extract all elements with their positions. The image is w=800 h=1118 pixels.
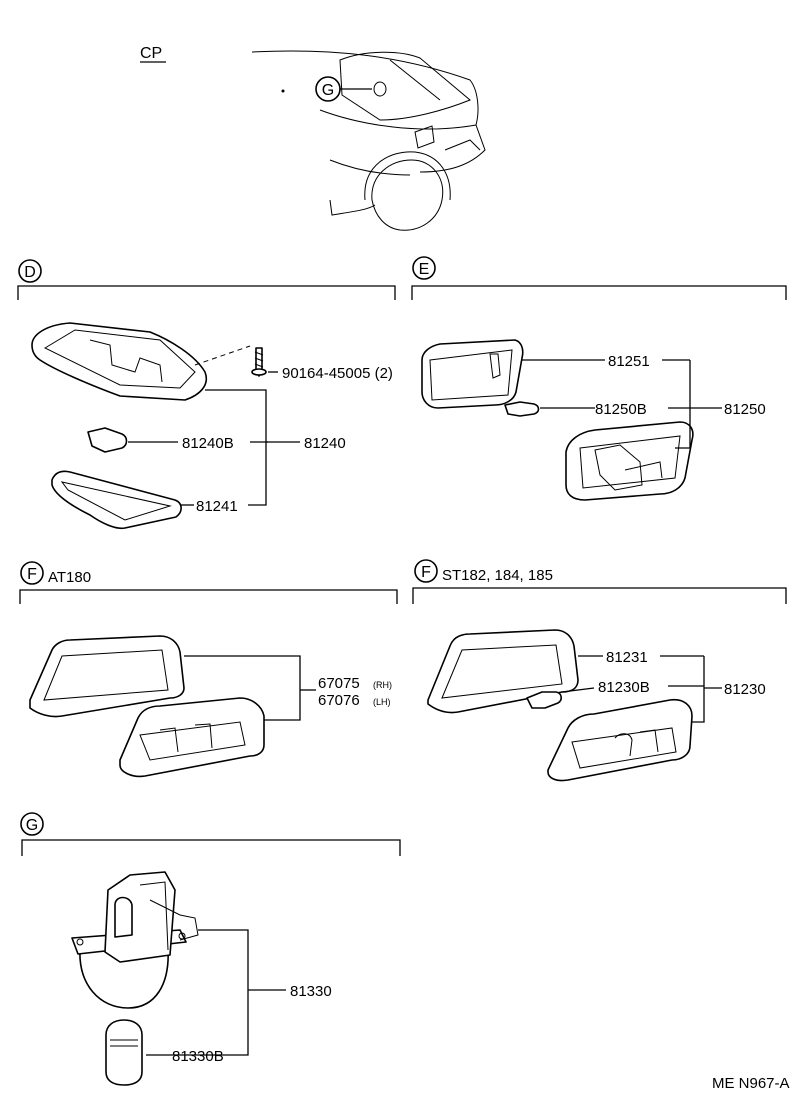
section-g-bracket [21,839,401,856]
section-f2-letter: F [421,564,431,581]
e-bulb-label: 81250B [595,401,647,418]
section-f1-model: AT180 [48,569,91,586]
f1-housing-detail [159,723,213,753]
car-side-line [329,159,411,176]
car-sill-line [329,199,376,216]
f2-bulb-leader [561,687,595,693]
f1-lh-label: 67076 [318,692,360,709]
section-f2-bracket [412,587,787,604]
section-f2-model: ST182, 184, 185 [442,567,553,584]
car-dot [281,89,285,93]
d-screw-dashed-leader [194,345,251,366]
d-lens-inner [60,481,172,521]
car-window-line [389,59,441,101]
d-assembly-label: 81240 [304,435,346,452]
g-lamp-dome [79,947,169,1009]
g-bulb [105,1019,143,1086]
callout-g-letter: G [322,82,334,99]
f1-rh-label: 67075 [318,675,360,692]
section-d-bracket [17,285,396,300]
d-bulb [87,427,128,453]
f2-housing-inner [571,727,677,769]
car-rear-view: CP G [140,45,486,231]
e-assembly-bracket [675,360,691,449]
g-flange-hole-left [76,938,84,946]
section-f1-letter: F [27,566,37,583]
f2-assembly-label: 81230 [724,681,766,698]
g-bulb-base-lines [110,1039,138,1047]
section-d-letter: D [24,264,36,281]
e-lens-clip [489,353,501,379]
f1-lh-suffix: (LH) [373,697,391,707]
section-f2-circle [414,559,438,583]
d-housing-inner [43,329,196,389]
f2-lens-label: 81231 [606,649,648,666]
section-f-at180: F AT180 67075 (RH) 67076 (LH) [19,561,398,778]
section-f-st182: F ST182, 184, 185 81231 81230B 81230 [412,559,787,782]
e-lens [421,339,524,409]
g-bulb-label: 81330B [172,1048,224,1065]
car-roof-line [251,50,479,126]
d-bulb-label: 81240B [182,435,234,452]
f1-frame-opening [43,649,169,701]
g-assembly-bracket [146,929,249,1056]
section-f1-bracket [19,589,398,604]
f2-lamp-housing [547,698,693,782]
d-screw-thread [254,351,264,368]
section-d-circle [18,259,42,283]
f1-lens-frame [29,635,185,718]
f2-assembly-bracket [692,656,705,723]
section-g-circle [20,812,44,836]
d-assembly-bracket [205,389,267,506]
section-f1-circle [20,561,44,585]
car-wheel [371,159,444,231]
g-lamp-socket [104,871,176,963]
d-lens-label: 81241 [196,498,238,515]
d-lens [51,470,182,530]
g-socket-bulb-seat [114,896,133,938]
d-housing-socket [89,339,163,383]
section-g-letter: G [26,817,38,834]
f1-frame-bracket [184,655,301,690]
figure-code: ME N967-A [712,1075,790,1092]
car-trunk-line [319,109,486,173]
e-assembly-label: 81250 [724,401,766,418]
callout-g-lamp [373,81,387,97]
car-rear-window [339,51,471,121]
car-model-label: CP [140,45,162,62]
e-housing-inner [579,435,681,489]
e-lens-inner [429,349,513,401]
g-flange-hole-right [178,932,186,940]
g-socket-detail [139,881,199,951]
f1-rh-suffix: (RH) [373,680,392,690]
f1-lamp-housing [119,697,265,778]
e-housing-socket [594,444,643,491]
section-e-bracket [411,285,787,300]
f2-frame-opening [441,644,563,699]
e-housing-detail [624,461,663,479]
section-e-circle [412,256,436,280]
section-e-letter: E [419,261,430,278]
f1-housing-inner [139,721,246,761]
f2-bulb [526,691,562,709]
e-bulb [504,401,540,417]
car-taillight [444,139,481,151]
e-lens-label: 81251 [608,353,650,370]
g-assembly-label: 81330 [290,983,332,1000]
f2-bulb-label: 81230B [598,679,650,696]
f2-housing-detail [614,729,659,757]
d-screw-head [251,368,267,376]
section-e: E 81251 81250B 81250 [411,256,787,501]
car-fuel-door [414,125,435,149]
f1-housing-bracket [264,690,301,721]
car-wheel-arch [364,151,451,201]
section-g: G 81330 81330B [20,812,401,1086]
section-d: D 90164-45005 (2) 81240B 81240 81241 [17,259,396,530]
e-lamp-housing [565,421,694,501]
d-screw-label: 90164-45005 (2) [282,365,393,382]
